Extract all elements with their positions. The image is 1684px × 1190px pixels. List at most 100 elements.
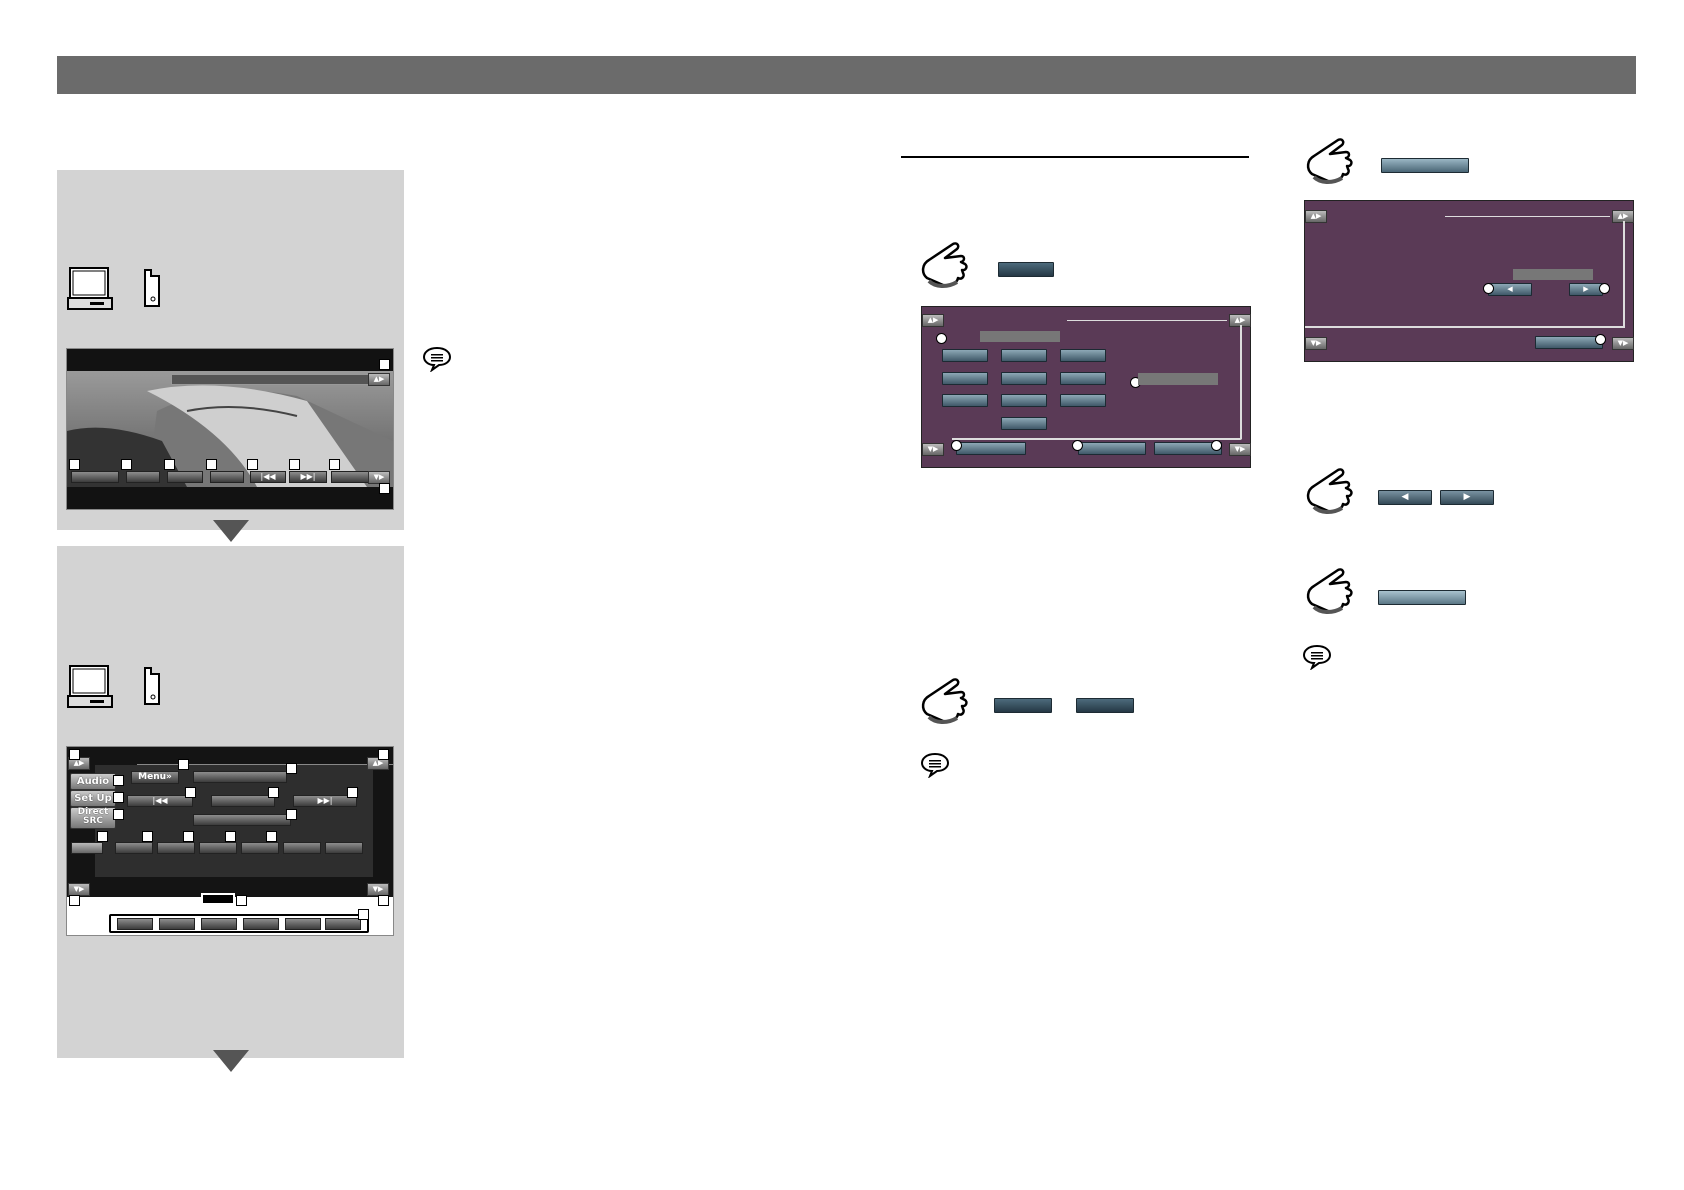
control-button[interactable] [211,795,275,807]
callout-marker [268,787,279,798]
scroll-up-left-button[interactable]: ▲▶ [922,314,944,327]
bottom-key-2[interactable] [159,918,195,930]
callout-marker [936,333,947,344]
right-caption-button[interactable]: ▶ [1440,490,1494,505]
title-line [1445,216,1610,217]
callout-marker [286,763,297,774]
callout-marker [1072,440,1083,451]
left-caption-button[interactable]: ◀ [1378,490,1432,505]
scroll-down-right-button[interactable]: ▼▶ [1229,443,1251,456]
next-chapter-button[interactable]: ▶▶| [293,795,357,807]
remote-icon [144,269,160,307]
value-display [1513,269,1593,280]
key-button-5[interactable] [1001,372,1047,385]
title-line [1067,320,1227,321]
audio-button[interactable]: Audio [70,773,116,790]
callout-marker [1211,440,1222,451]
caption-button[interactable] [994,698,1052,713]
callout-marker [379,483,390,494]
callout-marker [69,459,80,470]
key-button-4[interactable] [942,372,988,385]
key-button-1[interactable] [942,349,988,362]
scroll-up-left-button[interactable]: ▲▶ [1305,210,1327,223]
bottom-key-4[interactable] [243,918,279,930]
function-button-2[interactable] [115,842,153,854]
prev-chapter-button[interactable]: |◀◀ [127,795,193,807]
control-button-4[interactable] [210,471,244,483]
control-button-7[interactable] [331,471,369,483]
direct-src-label-1: Direct [77,807,109,817]
function-button-4[interactable] [199,842,237,854]
key-button-2[interactable] [1001,349,1047,362]
callout-marker [178,759,189,770]
flow-arrow-down [213,1050,249,1072]
callout-marker [236,895,247,906]
callout-marker [247,459,258,470]
function-button-3[interactable] [157,842,195,854]
key-button-6[interactable] [1060,372,1106,385]
control-button[interactable] [193,771,287,783]
bottom-key-1[interactable] [117,918,153,930]
callout-marker [183,831,194,842]
callout-marker [289,459,300,470]
caption-button[interactable] [1378,590,1466,605]
flow-arrow-down [213,520,249,542]
bottom-key-3[interactable] [201,918,237,930]
video-frame [67,371,393,487]
scroll-up-button[interactable]: ▲▶ [368,373,390,386]
title-bar [171,374,371,385]
bottom-key-5[interactable] [285,918,321,930]
scroll-down-left-button[interactable]: ▼▶ [1305,337,1327,350]
function-button-5[interactable] [241,842,279,854]
caption-button[interactable] [1076,698,1134,713]
callout-marker [1595,334,1606,345]
control-button[interactable] [193,814,291,826]
entry-display [1138,373,1218,385]
header-bar [57,56,1636,94]
callout-marker [379,359,390,370]
remote-icon [144,667,160,705]
monitor-icon [67,267,113,310]
bottom-button[interactable] [1535,336,1603,349]
touch-hand-icon [1306,568,1353,614]
bottom-key-6[interactable] [325,918,361,930]
menu-button[interactable]: Menu» [131,771,179,784]
key-button-9[interactable] [1060,394,1106,407]
callout-marker [378,749,389,760]
bottom-button-3[interactable] [1154,442,1222,455]
scroll-down-right-button[interactable]: ▼▶ [1612,337,1634,350]
function-button-1[interactable] [71,842,103,854]
callout-marker [113,775,124,786]
control-button-1[interactable] [71,471,119,483]
function-button-6[interactable] [283,842,321,854]
note-icon [920,752,950,778]
bottom-button-2[interactable] [1078,442,1146,455]
caption-button[interactable] [1381,158,1469,173]
key-button-3[interactable] [1060,349,1106,362]
prev-button[interactable]: |◀◀ [250,471,286,483]
right-arrow-button[interactable]: ▶ [1569,283,1603,296]
bottom-button-1[interactable] [956,442,1026,455]
key-button-8[interactable] [1001,394,1047,407]
control-button-3[interactable] [167,471,203,483]
function-button-7[interactable] [325,842,363,854]
key-button-7[interactable] [942,394,988,407]
setup-button[interactable]: Set Up [70,790,116,807]
touch-hand-icon [921,242,968,288]
caption-button[interactable] [998,262,1054,277]
playback-screen: ▲▶ |◀◀ ▶▶| ▼▶ [66,348,394,510]
callout-marker [142,831,153,842]
next-button[interactable]: ▶▶| [289,471,327,483]
control-button-2[interactable] [126,471,160,483]
left-arrow-button[interactable]: ◀ [1488,283,1532,296]
key-button-0[interactable] [1001,417,1047,430]
title-display [980,331,1060,342]
frame-line-right [1240,325,1242,439]
direct-src-label-2: SRC [82,816,104,826]
mode-indicator [201,893,235,905]
callout-marker [951,440,962,451]
callout-marker [1599,283,1610,294]
direct-src-button[interactable]: Direct SRC [70,807,116,829]
touch-hand-icon [1306,468,1353,514]
scroll-down-left-button[interactable]: ▼▶ [922,443,944,456]
